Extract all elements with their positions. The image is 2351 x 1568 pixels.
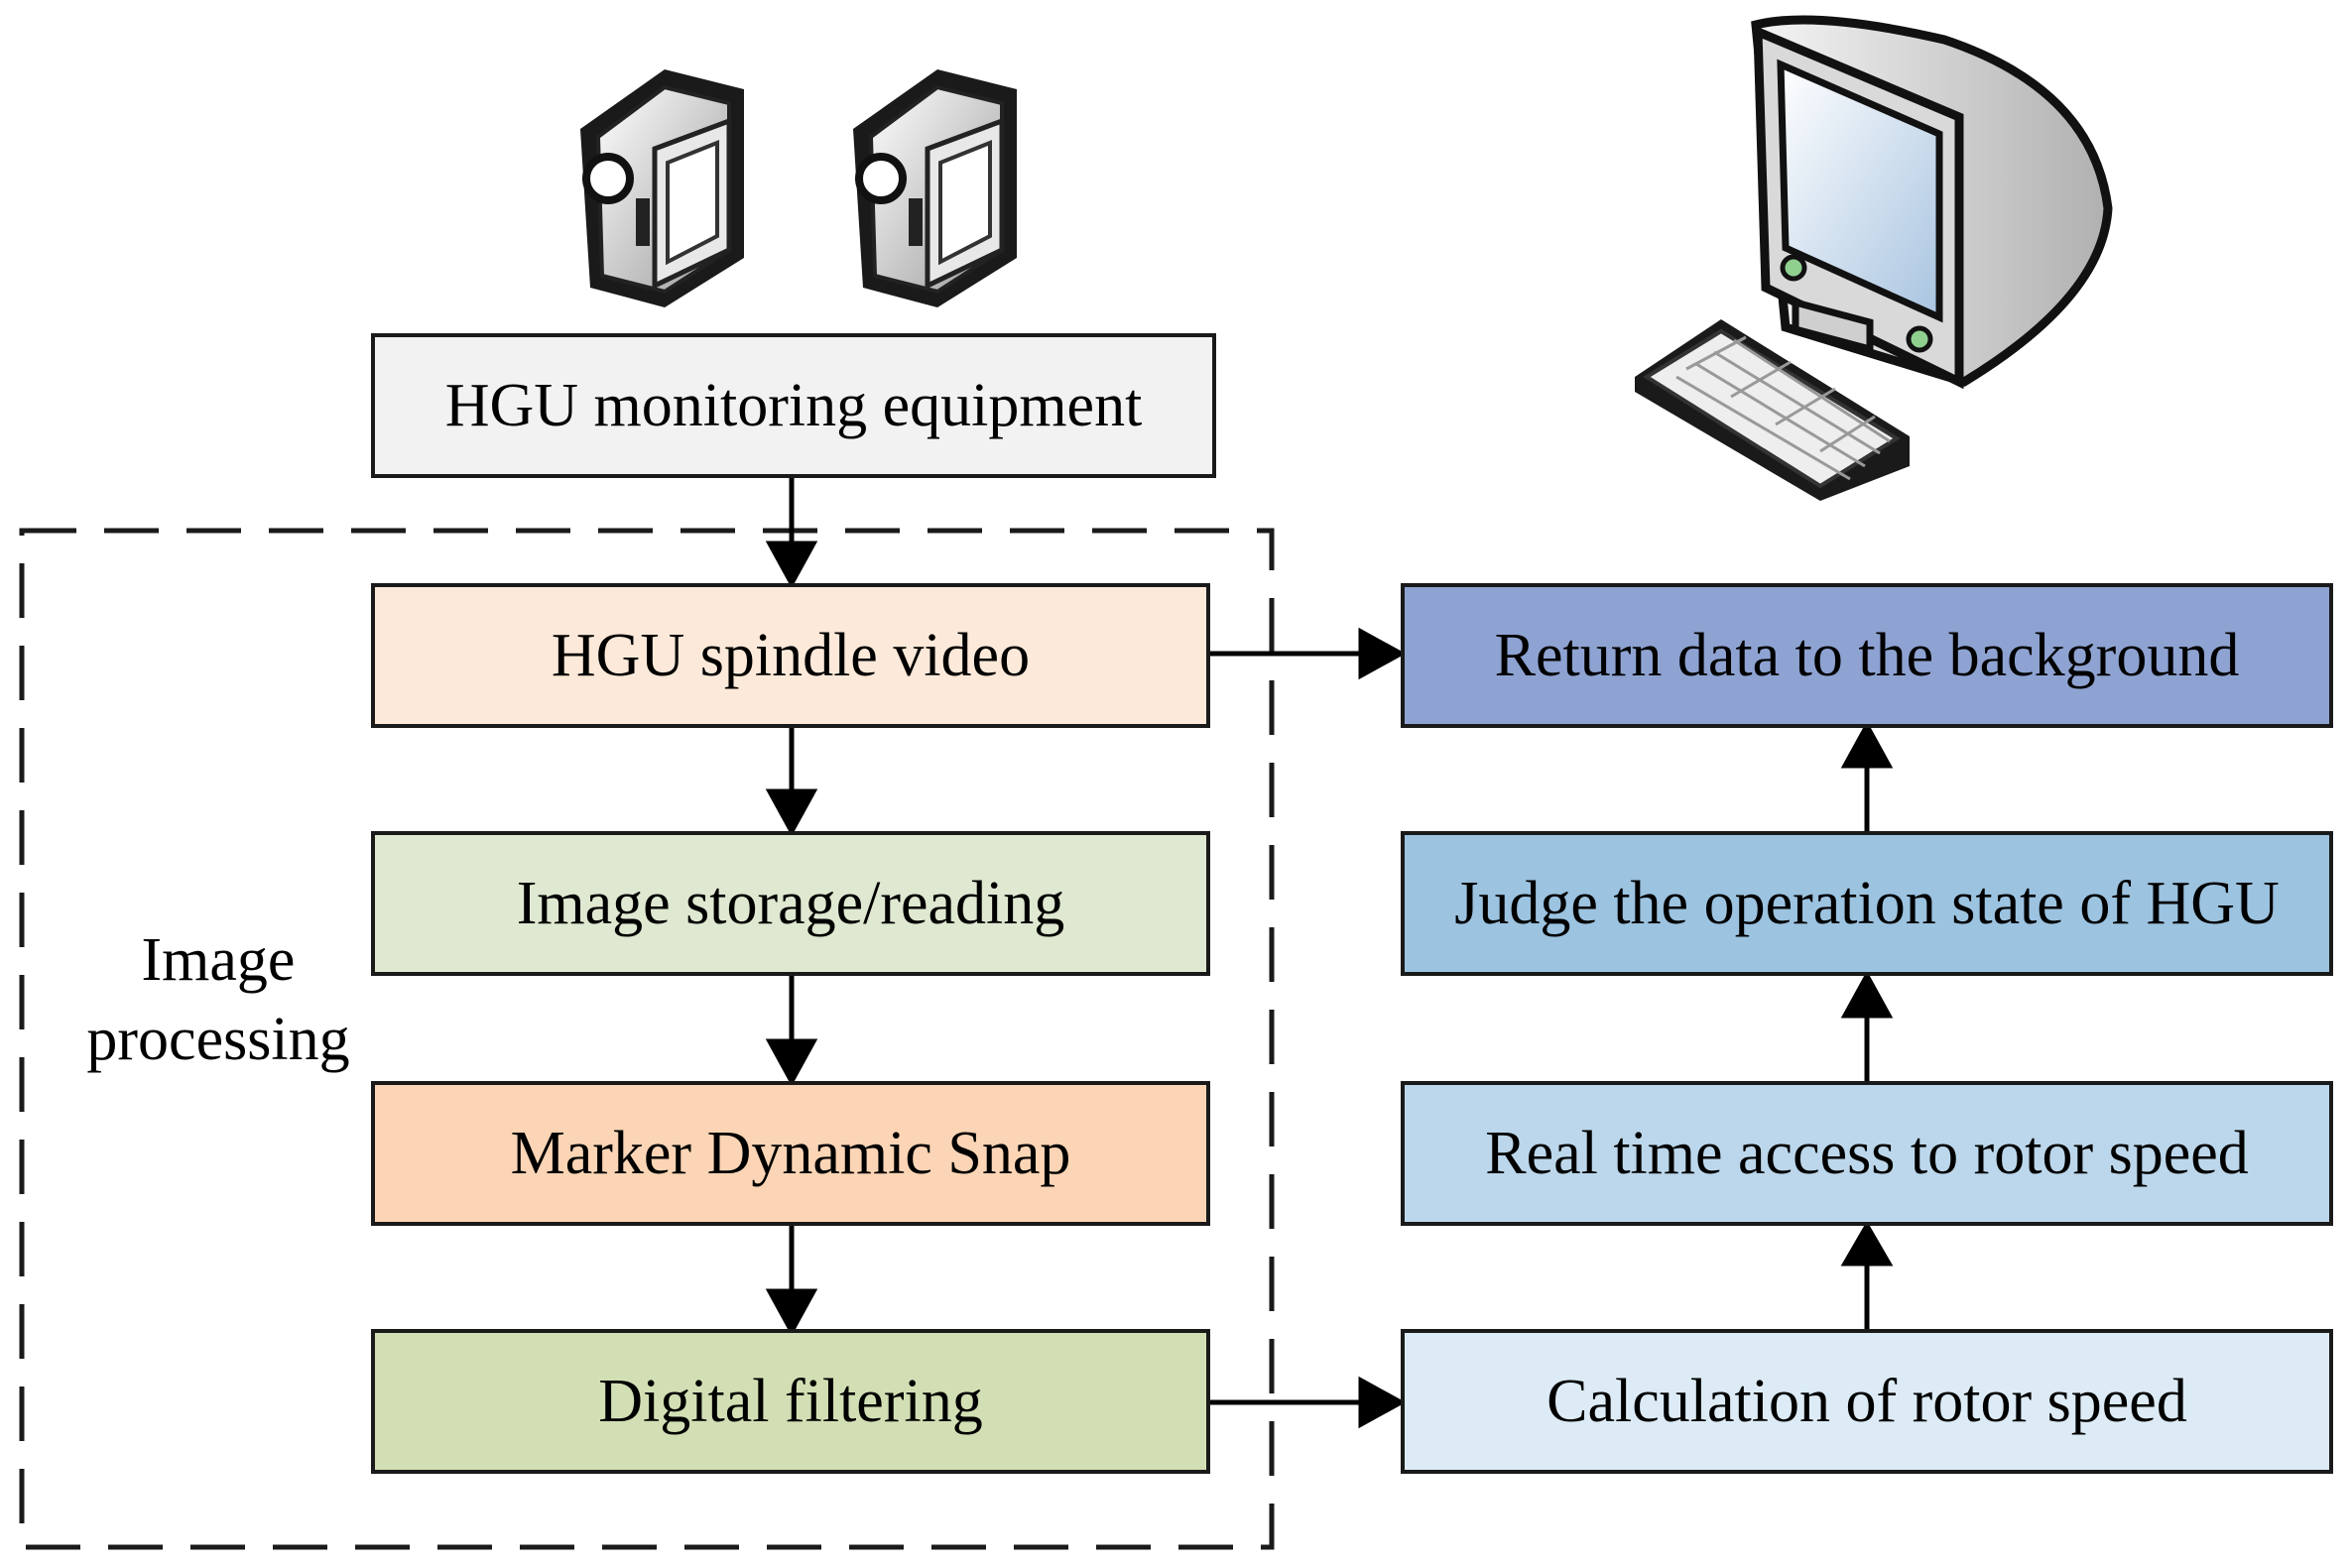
- marker-dynamic-snap-box: Marker Dynamic Snap: [371, 1081, 1210, 1226]
- judge-operation-state-label: Judge the operation state of HGU: [1454, 869, 2280, 937]
- image-storage-reading-label: Image storage/reading: [516, 869, 1065, 937]
- hgu-spindle-video-box: HGU spindle video: [371, 583, 1210, 728]
- left-flow-connectors: [765, 476, 818, 1337]
- image-storage-reading-box: Image storage/reading: [371, 831, 1210, 976]
- return-data-label: Return data to the background: [1494, 621, 2240, 689]
- realtime-rotor-speed-box: Real time access to rotor speed: [1401, 1081, 2333, 1226]
- image-processing-group-border: [19, 528, 1275, 1550]
- camera-icon: [853, 69, 1017, 307]
- digital-filtering-label: Digital filtering: [598, 1367, 983, 1435]
- marker-dynamic-snap-label: Marker Dynamic Snap: [510, 1119, 1071, 1187]
- hgu-monitoring-equipment-box: HGU monitoring equipment: [371, 333, 1216, 478]
- right-flow-connectors: [1840, 720, 1894, 1329]
- return-data-box: Return data to the background: [1401, 583, 2333, 728]
- camera-icon: [580, 69, 744, 307]
- computer-icon: [1635, 15, 2113, 501]
- cross-connectors: [1208, 627, 1407, 1429]
- image-processing-label-line2: processing: [86, 1006, 350, 1073]
- hgu-spindle-video-label: HGU spindle video: [551, 621, 1031, 689]
- hgu-monitoring-equipment-label: HGU monitoring equipment: [444, 371, 1143, 439]
- digital-filtering-box: Digital filtering: [371, 1329, 1210, 1474]
- image-processing-label: Image processing: [60, 920, 377, 1079]
- calculation-rotor-speed-label: Calculation of rotor speed: [1547, 1367, 2187, 1435]
- judge-operation-state-box: Judge the operation state of HGU: [1401, 831, 2333, 976]
- image-processing-label-line1: Image: [141, 926, 296, 994]
- calculation-rotor-speed-box: Calculation of rotor speed: [1401, 1329, 2333, 1474]
- realtime-rotor-speed-label: Real time access to rotor speed: [1485, 1119, 2249, 1187]
